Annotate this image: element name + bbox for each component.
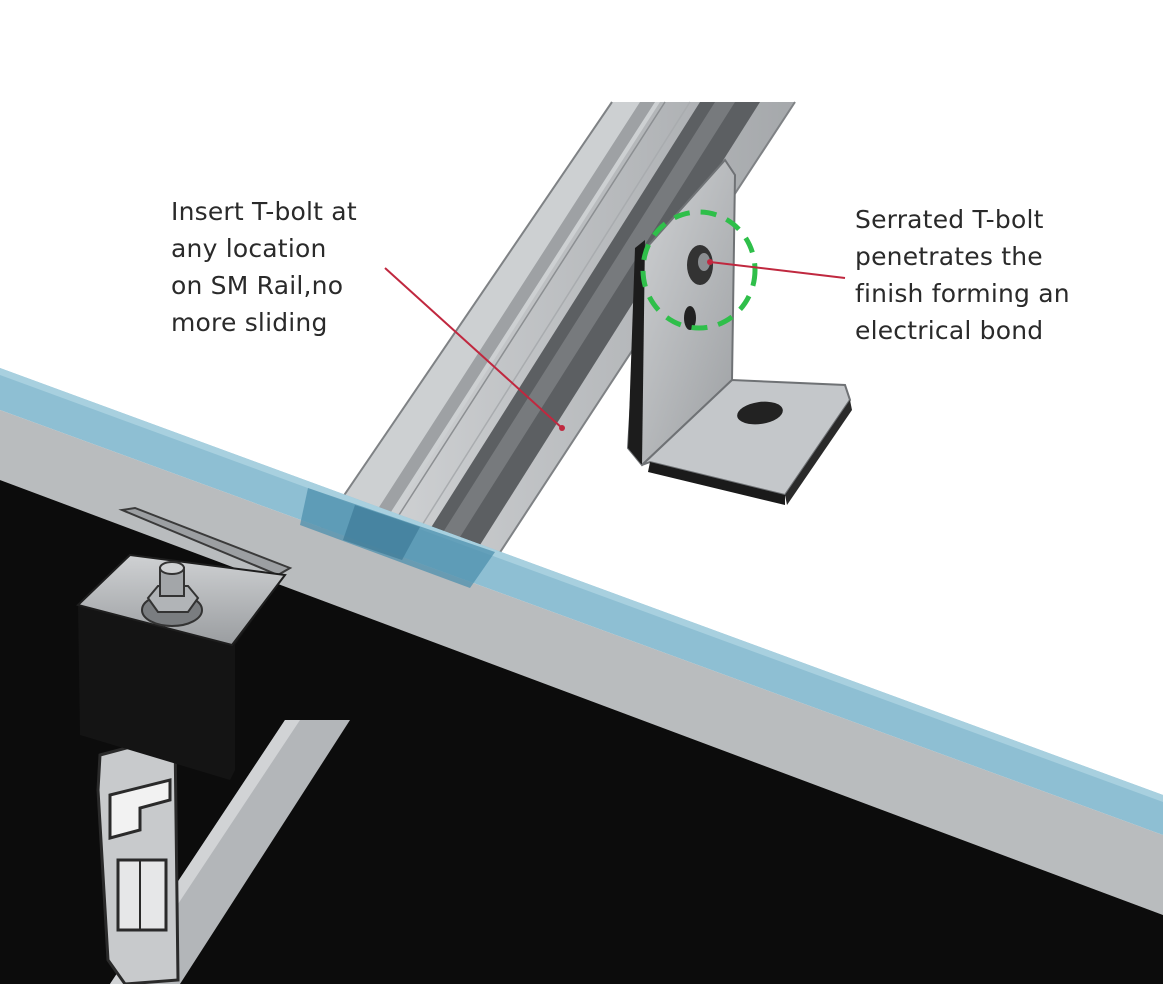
callout-line: more sliding: [171, 308, 328, 337]
leader-line-right: [709, 261, 846, 279]
callout-insert-t-bolt: Insert T-bolt at any location on SM Rail…: [171, 193, 357, 341]
leader-dot-left: [559, 425, 565, 431]
bolt-highlight-circle: [640, 209, 758, 331]
sm-rail-lower: [96, 720, 350, 984]
callout-line: finish forming an: [855, 279, 1070, 308]
hex-bolt: [141, 561, 203, 627]
callout-line: penetrates the: [855, 242, 1043, 271]
leader-line-left: [384, 267, 563, 429]
callout-line: on SM Rail,no: [171, 271, 344, 300]
leader-dot-right: [707, 259, 713, 265]
sm-rail: [299, 101, 796, 561]
callout-line: any location: [171, 234, 327, 263]
callout-line: Serrated T-bolt: [855, 205, 1044, 234]
l-foot-bracket: [626, 158, 852, 505]
callout-line: electrical bond: [855, 316, 1044, 345]
callout-serrated-t-bolt: Serrated T-bolt penetrates the finish fo…: [855, 201, 1070, 349]
callout-line: Insert T-bolt at: [171, 197, 357, 226]
solar-module: [0, 368, 1163, 984]
